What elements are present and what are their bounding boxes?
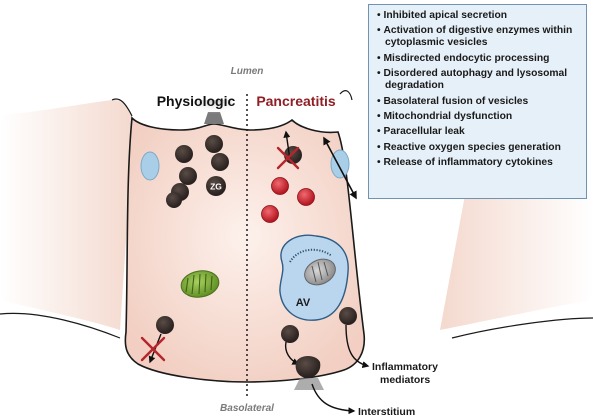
inflammatory-mediators-arrow xyxy=(345,324,370,369)
pancreatitis-title: Pancreatitis xyxy=(256,93,336,109)
pathophysiology-list-item: Paracellular leak xyxy=(377,126,580,138)
pathophysiology-list-item: Release of inflammatory cytokines xyxy=(377,157,580,169)
cross-mark-icon xyxy=(140,336,166,362)
cross-mark-icon xyxy=(276,146,300,170)
basolateral-granule xyxy=(281,325,299,343)
pathophysiology-list-item: Misdirected endocytic processing xyxy=(377,53,580,65)
release-plume xyxy=(294,378,324,390)
av-label: AV xyxy=(296,297,311,309)
interstitium-arrow xyxy=(311,383,356,415)
zymogen-granule xyxy=(206,176,226,196)
zymogen-granule xyxy=(211,153,229,171)
damaged-mitochondrion-cristae xyxy=(311,261,329,283)
pathophysiology-list-item: Inhibited apical secretion xyxy=(377,10,580,22)
left-neighbour-cell xyxy=(0,99,134,330)
zg-label: ZG xyxy=(210,182,222,192)
pathophysiology-list: Inhibited apical secretionActivation of … xyxy=(377,10,580,169)
lumen-label: Lumen xyxy=(231,66,264,77)
vacuole-membrane xyxy=(289,248,333,263)
basolateral-granule xyxy=(156,316,174,334)
interstitium-label: Interstitium xyxy=(358,406,415,418)
right-neighbour-outline xyxy=(451,317,593,339)
paracellular-leak-arrow xyxy=(323,136,357,200)
physiologic-title: Physiologic xyxy=(157,93,236,109)
apical-secretion-plume xyxy=(204,112,224,124)
tight-junction-right xyxy=(330,149,350,179)
retained-granule xyxy=(284,146,302,164)
inflammatory-mediators-label-line1: Inflammatory xyxy=(372,361,438,373)
pathophysiology-list-box: Inhibited apical secretionActivation of … xyxy=(368,4,587,199)
fusing-vesicle xyxy=(295,356,321,378)
pathophysiology-list-item: Mitochondrial dysfunction xyxy=(377,111,580,123)
zymogen-granule xyxy=(175,145,193,163)
pathophysiology-list-item: Disordered autophagy and lysosomal degra… xyxy=(377,68,580,92)
left-neighbour-outline xyxy=(0,312,121,339)
zymogen-granule xyxy=(205,135,223,153)
left-neighbour-top xyxy=(111,98,133,117)
tight-junction-left xyxy=(140,151,160,181)
apical-shadow xyxy=(196,100,232,114)
mitochondrion-cristae xyxy=(185,273,213,295)
pathophysiology-list-item: Reactive oxygen species generation xyxy=(377,142,580,154)
zymogen-granule xyxy=(179,167,197,185)
pathophysiology-list-item: Activation of digestive enzymes within c… xyxy=(377,25,580,49)
pathophysiology-list-item: Basolateral fusion of vesicles xyxy=(377,96,580,108)
basolateral-label: Basolateral xyxy=(220,403,274,414)
basolateral-granule xyxy=(339,307,357,325)
activated-vesicle xyxy=(271,177,289,195)
right-neighbour-top xyxy=(339,90,353,101)
activated-vesicle xyxy=(261,205,279,223)
activated-vesicle xyxy=(297,188,315,206)
zymogen-granule xyxy=(166,192,182,208)
inflammatory-mediators-label-line2: mediators xyxy=(380,374,430,386)
